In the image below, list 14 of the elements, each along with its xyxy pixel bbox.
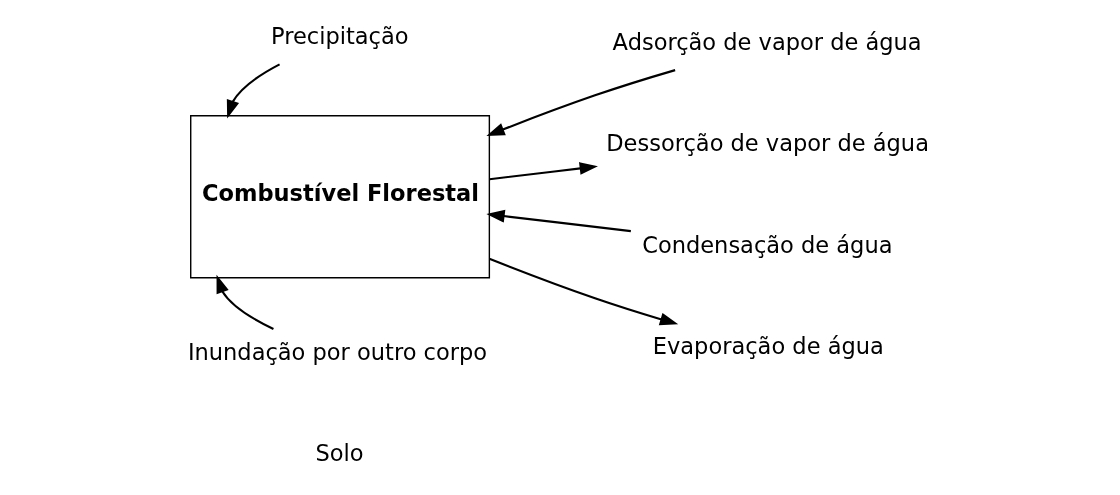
arrow xyxy=(226,63,280,119)
node-text: Adsorção de vapor de água xyxy=(612,29,922,55)
arrow xyxy=(485,69,675,136)
arrow xyxy=(216,274,274,330)
arrow xyxy=(488,162,598,181)
arrow xyxy=(485,209,631,233)
node-text: Precipitação xyxy=(270,23,409,50)
node-text: Inundação por outro corpo xyxy=(187,338,487,365)
arrow xyxy=(488,257,678,326)
node-text: Evaporação de água xyxy=(652,333,884,360)
node-box: Combustível Florestal xyxy=(189,115,490,279)
node-text: Dessorção de vapor de água xyxy=(605,130,929,157)
node-text: Condensação de água xyxy=(641,231,892,258)
label: Solo xyxy=(314,440,363,467)
